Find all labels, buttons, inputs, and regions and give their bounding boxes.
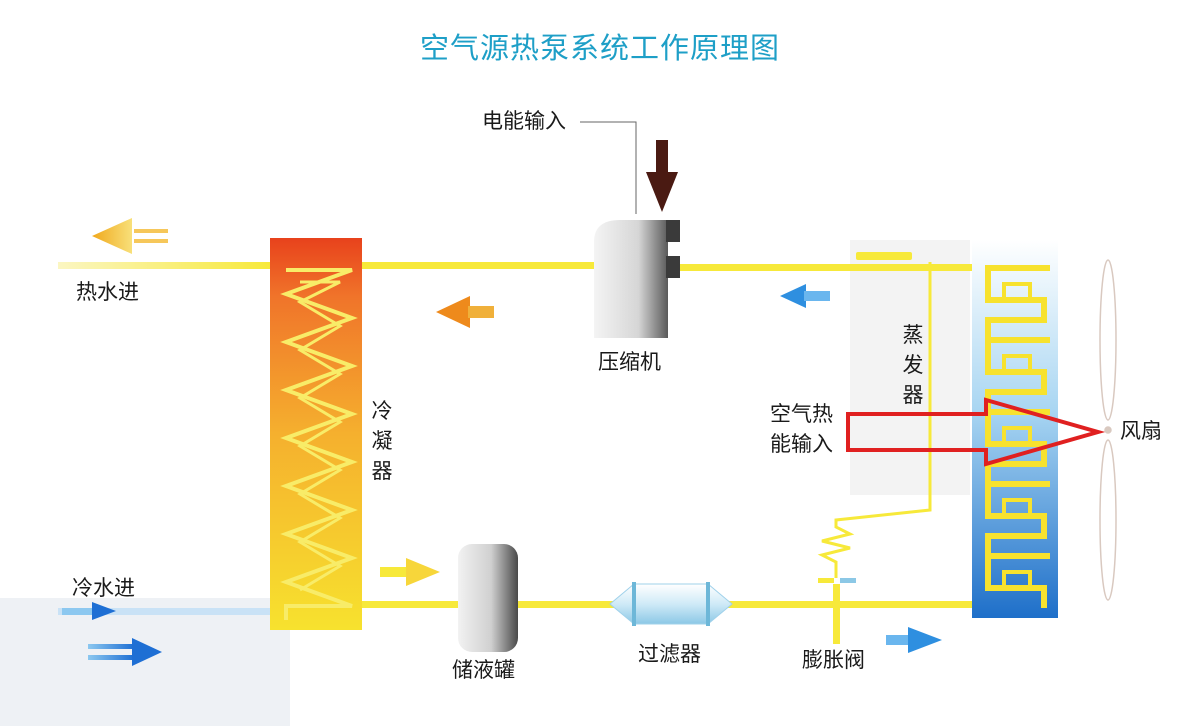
evaporator-coil-inner bbox=[1002, 282, 1032, 588]
compressor-label: 压缩机 bbox=[598, 350, 661, 374]
fan-hub bbox=[1104, 426, 1112, 434]
evaporator-coil bbox=[985, 265, 1050, 608]
pipe-condenser-to-compressor bbox=[362, 262, 600, 269]
receiver-label: 储液罐 bbox=[452, 658, 515, 682]
condenser-coil bbox=[280, 268, 358, 620]
compressor-body bbox=[594, 220, 668, 338]
cold-water-label: 冷水进 bbox=[72, 576, 135, 600]
fan-label: 风扇 bbox=[1120, 419, 1162, 443]
refrigerant-flow-arrow-top-right bbox=[780, 284, 830, 308]
cold-water-in-arrow-small bbox=[62, 602, 116, 620]
filter-label: 过滤器 bbox=[638, 642, 701, 666]
sensing-bulb bbox=[856, 252, 912, 260]
diagram-title: 空气源热泵系统工作原理图 bbox=[419, 31, 780, 65]
hot-water-out-arrow bbox=[92, 218, 168, 254]
filter-body bbox=[609, 583, 733, 625]
cold-water-in-arrow-large bbox=[88, 638, 162, 666]
compressor-port-top bbox=[666, 220, 680, 242]
power-input-leader bbox=[580, 121, 637, 214]
pipe-condenser-to-receiver bbox=[362, 601, 462, 608]
pipe-filter-to-evaporator bbox=[728, 601, 978, 608]
receiver-tank bbox=[458, 544, 518, 652]
refrigerant-flow-arrow-to-receiver bbox=[380, 558, 440, 586]
sensing-capillary bbox=[817, 262, 932, 578]
fan-blade-bottom bbox=[1099, 439, 1117, 601]
air-heat-input-label-line2: 能输入 bbox=[770, 432, 833, 456]
fan-blade-top bbox=[1099, 259, 1117, 421]
cold-water-pipe bbox=[58, 608, 270, 615]
hot-water-pipe bbox=[58, 262, 270, 269]
power-input-arrow bbox=[646, 140, 678, 212]
power-input-label: 电能输入 bbox=[482, 109, 566, 133]
air-heat-input-label-line1: 空气热 bbox=[770, 402, 833, 426]
refrigerant-loop bbox=[362, 262, 978, 608]
condenser bbox=[270, 238, 362, 630]
pipe-compressor-to-evaporator bbox=[678, 264, 978, 271]
refrigerant-flow-arrow-top-left bbox=[436, 296, 494, 328]
condenser-label: 冷凝器 bbox=[371, 399, 393, 483]
compressor bbox=[594, 220, 680, 338]
evaporator bbox=[972, 240, 1058, 618]
compressor-port-bottom bbox=[666, 256, 680, 278]
pipe-receiver-to-filter bbox=[516, 601, 620, 608]
refrigerant-flow-arrow-bottom-right bbox=[886, 627, 942, 653]
air-heat-input-arrow bbox=[846, 397, 1106, 467]
hot-water-label: 热水进 bbox=[76, 280, 139, 304]
water-tank-background bbox=[0, 598, 290, 726]
receiver-body bbox=[458, 544, 518, 652]
evaporator-label: 蒸发器 bbox=[902, 323, 924, 407]
evaporator-shadow-area bbox=[850, 240, 970, 495]
filter bbox=[609, 582, 733, 626]
expansion-valve bbox=[817, 252, 932, 644]
fan-blades bbox=[1099, 259, 1117, 601]
expansion-valve-label: 膨胀阀 bbox=[802, 648, 865, 672]
condenser-coil-inner bbox=[296, 280, 343, 592]
